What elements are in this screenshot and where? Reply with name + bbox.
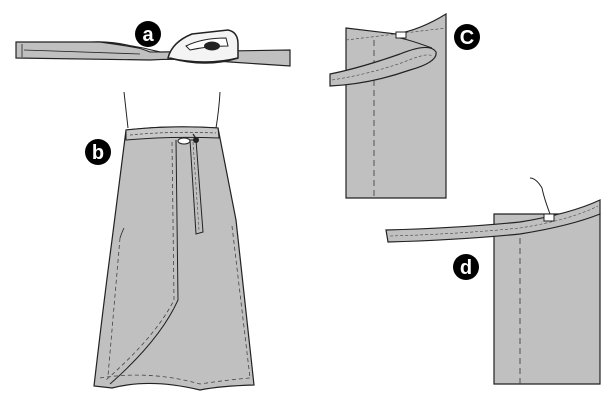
iron-icon [167,29,239,64]
strip-center-crease [23,49,141,55]
step-c-loop-clip [395,31,407,39]
hem-stitch [99,374,251,385]
step-a-label: a [142,24,154,46]
step-b-label: b [92,142,104,164]
skirt-body [93,126,255,391]
step-d-attach-strip: d [385,177,601,385]
step-c-badge: C [454,24,480,50]
step-d-badge: d [453,254,479,280]
torso-outline-left [123,91,129,129]
skirt-waistband [125,126,220,141]
step-c-tie-loop: C [329,12,480,199]
step-b-badge: b [85,139,111,165]
step-b-skirt: b [85,91,255,391]
side-seam-right [231,225,251,379]
wrap-front-edge [109,139,179,385]
step-a-badge: a [135,21,161,47]
step-d-label: d [460,257,472,279]
step-c-tie-strip [329,46,437,87]
step-a-ironing: a [15,21,291,67]
step-d-strip-clip [543,213,555,222]
step-d-tie-strip [385,199,601,243]
strip-fold-flap [89,41,161,53]
step-c-label: C [460,27,474,49]
pin-icon [177,133,199,145]
torso-outline-right [215,91,221,129]
step-d-fabric-panel [493,213,601,385]
thread-icon [529,177,551,215]
side-seam-left [107,237,121,377]
step-c-fabric-panel [345,12,447,199]
